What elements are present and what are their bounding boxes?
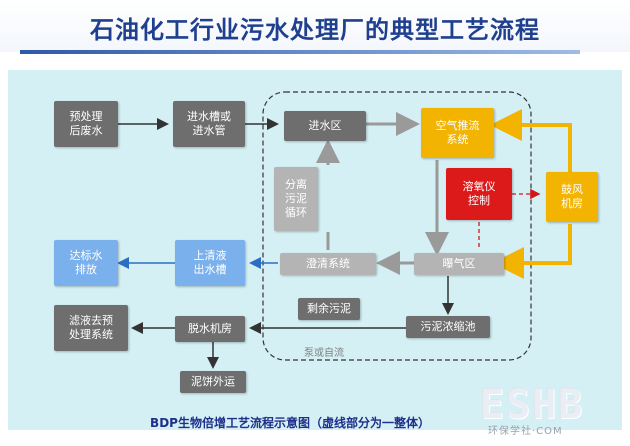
node-pretreated-wastewater: 预处理 后废水	[54, 101, 118, 147]
node-clarifier: 澄清系统	[280, 253, 376, 275]
pump-or-gravity-label: 泵或自流	[304, 348, 344, 359]
integrated-unit-boundary	[262, 91, 532, 361]
node-aeration-zone: 曝气区	[414, 253, 504, 275]
air-line-blower-to-airpush	[490, 109, 572, 172]
title-underline	[20, 50, 580, 54]
node-discharge: 达标水 排放	[54, 240, 118, 286]
node-excess-sludge: 剩余污泥	[298, 298, 360, 320]
watermark: ESHB 环保学社·COM	[480, 382, 630, 438]
air-line-blower-to-aeration	[492, 224, 572, 279]
title-band	[0, 0, 630, 52]
node-inlet-zone: 进水区	[284, 111, 366, 141]
node-blower-room: 鼓风 机房	[546, 172, 598, 222]
watermark-logo: ESHB	[480, 382, 585, 428]
node-air-push-system: 空气推流 系统	[421, 108, 494, 158]
watermark-site: 环保学社·COM	[488, 426, 563, 437]
page-title: 石油化工行业污水处理厂的典型工艺流程	[90, 16, 540, 44]
node-inlet-pipe: 进水槽或 进水管	[173, 101, 245, 147]
node-sludge-cake-out: 泥饼外运	[180, 371, 246, 393]
node-sludge-separation-loop: 分离 污泥 循环	[274, 167, 318, 231]
diagram-caption: BDP生物倍增工艺流程示意图（虚线部分为一整体）	[150, 416, 430, 430]
node-filtrate-return: 滤液去预 处理系统	[54, 305, 128, 351]
node-do-control: 溶氧仪 控制	[446, 168, 512, 220]
node-supernatant-outlet: 上清液 出水槽	[175, 240, 245, 286]
node-dewatering-room: 脱水机房	[175, 316, 245, 342]
node-sludge-thickener: 污泥浓缩池	[406, 316, 490, 338]
